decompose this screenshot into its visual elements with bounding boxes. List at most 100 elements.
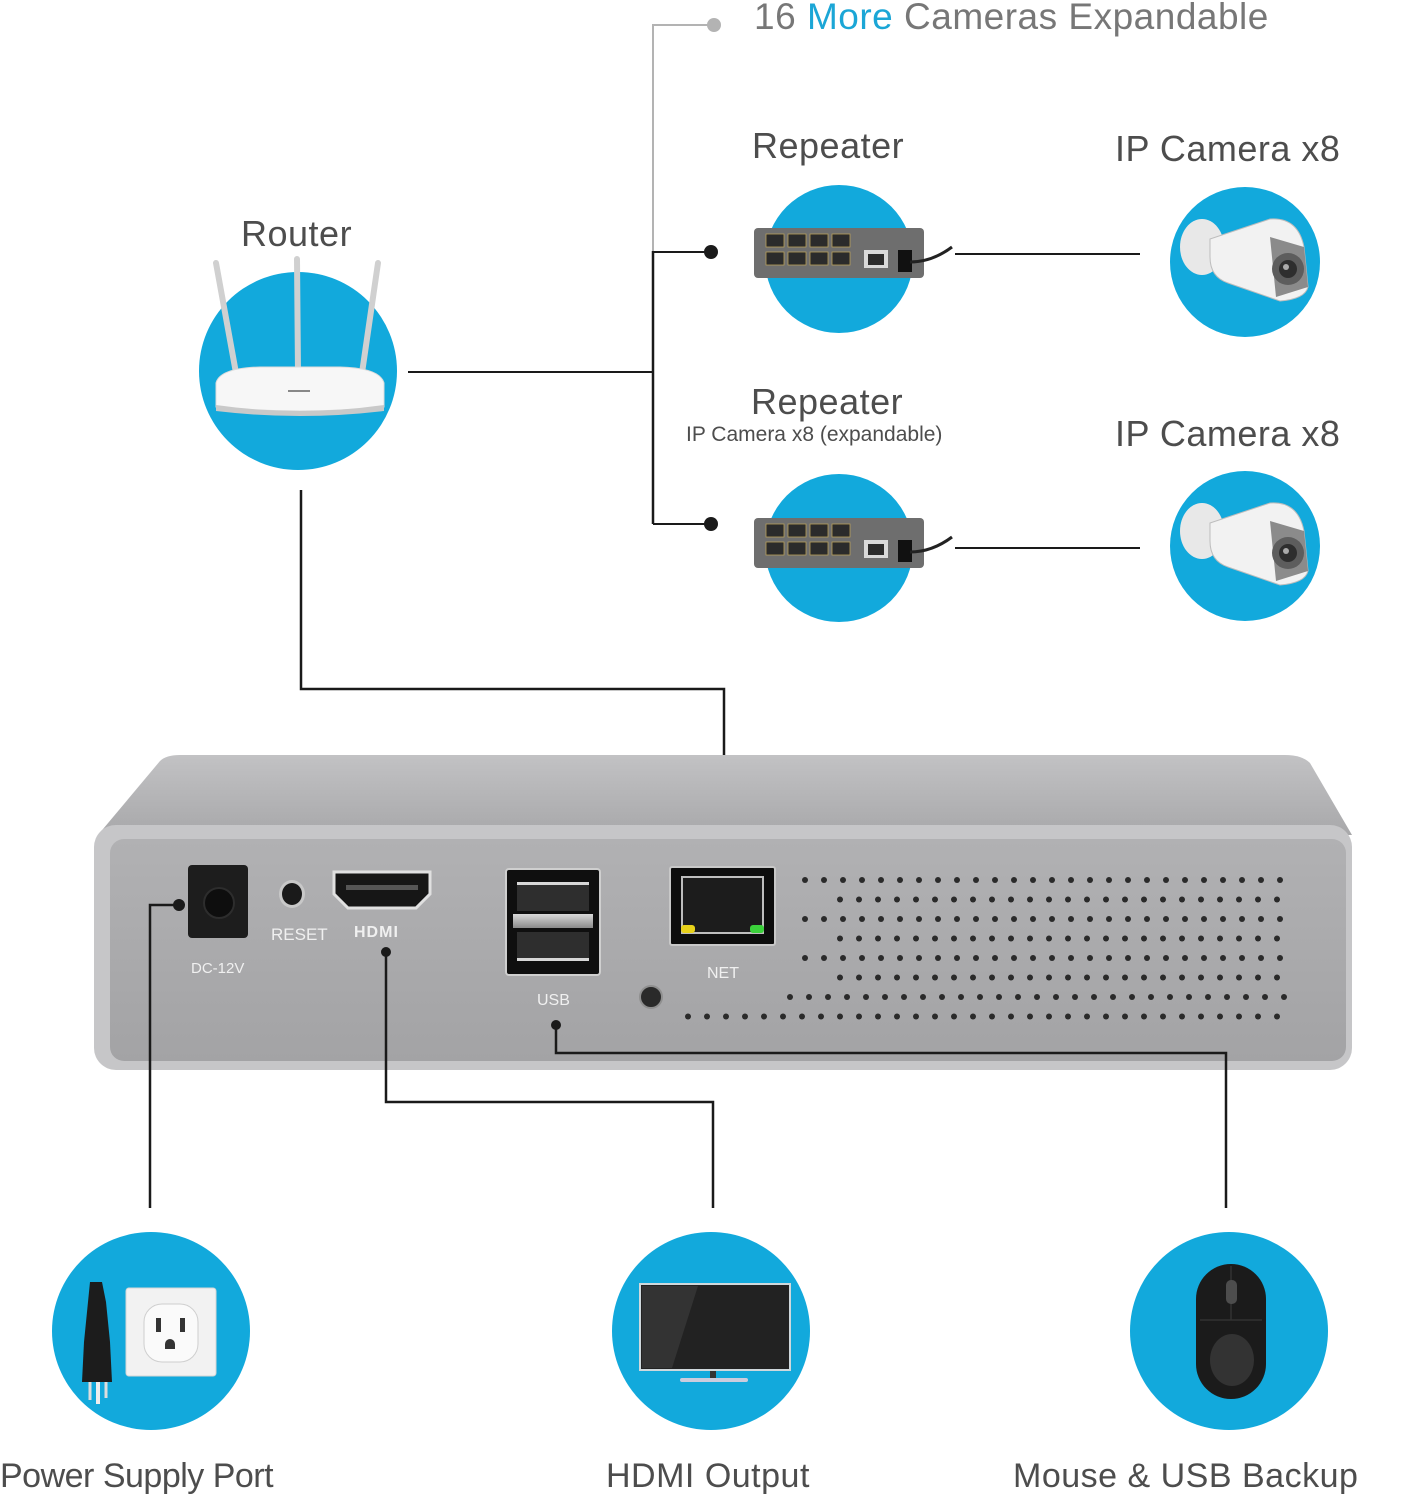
vent-hole bbox=[1046, 974, 1052, 981]
vent-hole bbox=[1106, 877, 1112, 883]
vent-hole bbox=[844, 994, 850, 1000]
vent-hole bbox=[1122, 896, 1128, 903]
vent-hole bbox=[875, 935, 881, 942]
vent-hole bbox=[973, 955, 979, 961]
vent-hole bbox=[875, 974, 881, 981]
vent-hole bbox=[1103, 974, 1109, 981]
vent-hole bbox=[1125, 955, 1131, 961]
vent-hole bbox=[761, 1013, 767, 1020]
vent-hole bbox=[1182, 877, 1188, 883]
vent-hole bbox=[1011, 955, 1017, 961]
vent-hole bbox=[1065, 974, 1071, 981]
vent-hole bbox=[1239, 916, 1245, 922]
vent-hole bbox=[856, 974, 862, 981]
vent-hole bbox=[1167, 994, 1173, 1000]
net-led-right bbox=[750, 925, 764, 933]
net-led-left bbox=[681, 925, 695, 933]
vent-hole bbox=[954, 916, 960, 922]
vent-hole bbox=[1179, 1013, 1185, 1020]
usb-port-bottom[interactable] bbox=[517, 932, 589, 961]
repeater2-sublabel: IP Camera x8 (expandable) bbox=[686, 423, 943, 446]
vent-hole bbox=[859, 877, 865, 883]
net-port[interactable] bbox=[669, 866, 776, 946]
vent-hole bbox=[704, 1013, 710, 1020]
vent-hole bbox=[977, 994, 983, 1000]
vent-hole bbox=[685, 1013, 691, 1020]
vent-hole bbox=[1049, 955, 1055, 961]
vent-hole bbox=[932, 974, 938, 981]
vent-hole bbox=[996, 994, 1002, 1000]
vent-hole bbox=[1201, 916, 1207, 922]
vent-hole bbox=[878, 916, 884, 922]
vent-hole bbox=[970, 1013, 976, 1020]
vent-hole bbox=[1217, 896, 1223, 903]
hdmi-port[interactable] bbox=[330, 868, 434, 912]
vent-hole bbox=[802, 916, 808, 922]
vent-hole bbox=[802, 955, 808, 961]
reset-button[interactable] bbox=[279, 880, 305, 908]
vent-hole bbox=[840, 877, 846, 883]
vent-hole bbox=[1224, 994, 1230, 1000]
camera2-label: IP Camera x8 bbox=[1115, 413, 1341, 454]
vent-hole bbox=[1144, 877, 1150, 883]
vent-hole bbox=[1262, 994, 1268, 1000]
vent-hole bbox=[840, 955, 846, 961]
vent-hole bbox=[878, 877, 884, 883]
vent-hole bbox=[1110, 994, 1116, 1000]
vent-hole bbox=[894, 896, 900, 903]
vent-hole bbox=[859, 955, 865, 961]
usb-ports[interactable] bbox=[505, 868, 601, 976]
vent-hole bbox=[1255, 974, 1261, 981]
vent-hole bbox=[913, 896, 919, 903]
repeater1-switch-icon bbox=[754, 228, 953, 278]
vent-hole bbox=[1274, 1013, 1280, 1020]
vent-hole bbox=[1186, 994, 1192, 1000]
vent-hole bbox=[951, 896, 957, 903]
vent-hole bbox=[973, 877, 979, 883]
vent-hole bbox=[1030, 916, 1036, 922]
vent-hole bbox=[875, 896, 881, 903]
vent-hole bbox=[1065, 935, 1071, 942]
vent-hole bbox=[1205, 994, 1211, 1000]
vent-hole bbox=[1163, 916, 1169, 922]
vent-hole bbox=[875, 1013, 881, 1020]
vent-hole bbox=[1182, 955, 1188, 961]
vent-hole bbox=[932, 896, 938, 903]
vent-hole bbox=[916, 916, 922, 922]
vent-hole bbox=[1182, 916, 1188, 922]
power-outlet-icon bbox=[82, 1282, 217, 1404]
vent-hole bbox=[1008, 896, 1014, 903]
vent-hole bbox=[1091, 994, 1097, 1000]
mouse-icon bbox=[1196, 1264, 1266, 1399]
vent-hole bbox=[989, 974, 995, 981]
vent-hole bbox=[935, 877, 941, 883]
vent-hole bbox=[1049, 916, 1055, 922]
vent-hole bbox=[723, 1013, 729, 1020]
vent-hole bbox=[1148, 994, 1154, 1000]
dc-port[interactable] bbox=[188, 865, 248, 938]
vent-hole bbox=[913, 935, 919, 942]
vent-hole bbox=[970, 935, 976, 942]
vent-hole bbox=[1103, 896, 1109, 903]
vent-hole bbox=[1046, 935, 1052, 942]
vent-hole bbox=[1030, 955, 1036, 961]
camera2-bullet-camera-icon bbox=[1180, 502, 1309, 586]
vent-hole bbox=[837, 896, 843, 903]
hdmi-label: HDMI bbox=[354, 924, 399, 941]
vent-hole bbox=[1277, 955, 1283, 961]
vent-hole bbox=[992, 955, 998, 961]
vent-hole bbox=[1243, 994, 1249, 1000]
vent-hole bbox=[1129, 994, 1135, 1000]
vent-hole bbox=[821, 877, 827, 883]
vent-hole bbox=[897, 955, 903, 961]
usb-port-top[interactable] bbox=[517, 882, 589, 911]
vent-hole bbox=[1141, 935, 1147, 942]
vent-hole bbox=[856, 896, 862, 903]
vent-hole bbox=[1160, 935, 1166, 942]
vent-hole bbox=[932, 935, 938, 942]
vent-hole bbox=[1027, 974, 1033, 981]
vent-hole bbox=[1201, 877, 1207, 883]
vent-hole bbox=[1277, 877, 1283, 883]
vent-hole bbox=[1163, 955, 1169, 961]
wire-dot-repeater2 bbox=[704, 517, 718, 531]
